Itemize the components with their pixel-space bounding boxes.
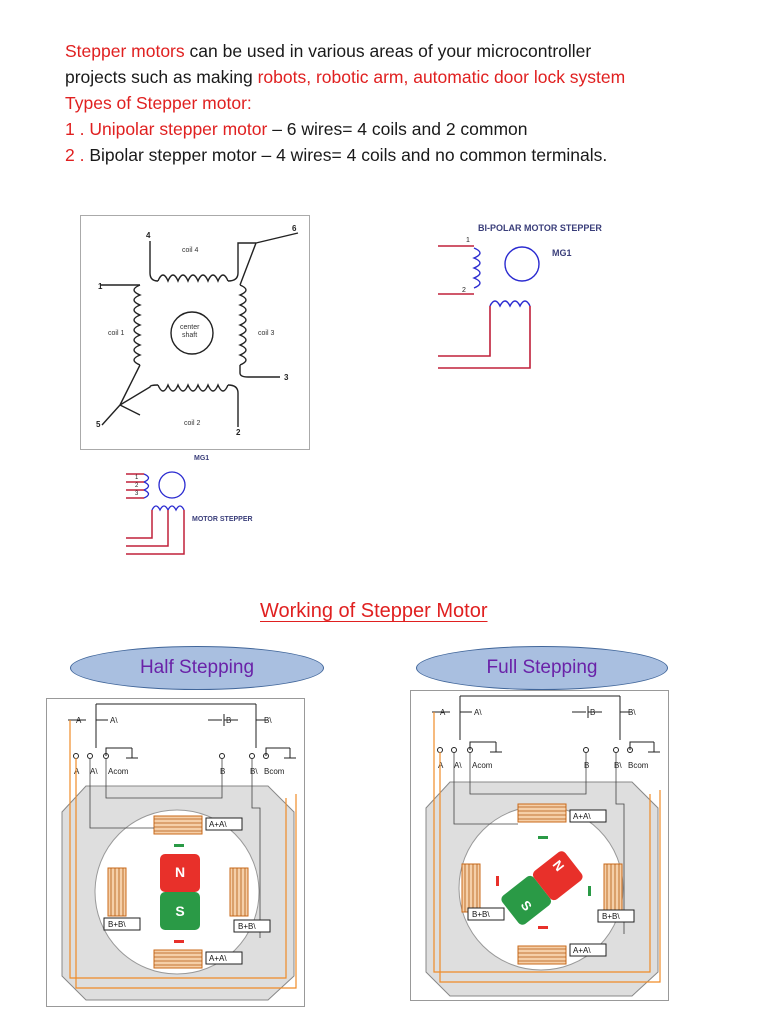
terminal-5: 5: [96, 420, 101, 429]
half-rotor-s: S: [175, 903, 184, 919]
small-motor-diagram: MG1 1 2 3 MOTOR STEPPER: [126, 455, 253, 555]
full-coil-label-bottom: A+A\: [573, 946, 591, 955]
working-heading: Working of Stepper Motor: [260, 600, 488, 622]
terminal-2: 2: [236, 428, 241, 437]
intro-item-1: 1 . Unipolar stepper motor – 6 wires= 4 …: [65, 119, 528, 139]
half-switch-b-not: B\: [264, 716, 272, 725]
bipolar-pin-2: 2: [462, 287, 466, 294]
half-coil-label-top: A+A\: [209, 820, 227, 829]
half-coil-label-bottom: A+A\: [209, 954, 227, 963]
intro-line-2: projects such as making robots, robotic …: [65, 67, 626, 87]
full-term-a-not: A\: [454, 761, 462, 770]
terminal-6: 6: [292, 224, 297, 233]
full-term-b: B: [584, 761, 589, 770]
bipolar-pin-1: 1: [466, 237, 470, 244]
full-coil-label-left: B+B\: [472, 910, 490, 919]
intro-item-2: 2 . Bipolar stepper motor – 4 wires= 4 c…: [65, 145, 608, 165]
full-coil-label-top: A+A\: [573, 812, 591, 821]
coil-1-label: coil 1: [108, 330, 124, 337]
half-rotor-n: N: [175, 864, 185, 880]
small-motor-pin-3: 3: [135, 491, 139, 497]
half-term-b: B: [220, 767, 225, 776]
half-coil-label-right: B+B\: [238, 922, 256, 931]
terminal-3: 3: [284, 373, 289, 382]
intro-line-1: Stepper motors can be used in various ar…: [65, 41, 592, 61]
full-term-b-not: B\: [614, 761, 622, 770]
unipolar-diagram: coil 4 coil 1 coil 3 coil 2 center shaft…: [80, 215, 310, 450]
bipolar-title: BI-POLAR MOTOR STEPPER: [478, 223, 602, 233]
full-switch-b: B: [590, 708, 595, 717]
half-switch-b: B: [226, 716, 231, 725]
terminal-1: 1: [98, 282, 103, 291]
intro-line-3: Types of Stepper motor:: [65, 93, 252, 113]
full-switch-a-not: A\: [474, 708, 482, 717]
half-stepping-label: Half Stepping: [70, 646, 324, 690]
full-term-a: A: [438, 761, 444, 770]
full-term-bcom: Bcom: [628, 761, 649, 770]
intro-text: Stepper motors can be used in various ar…: [65, 38, 745, 168]
coil-3-label: coil 3: [258, 330, 274, 337]
half-term-acom: Acom: [108, 767, 129, 776]
center-label-2: shaft: [182, 332, 197, 339]
full-switch-a: A: [440, 708, 446, 717]
bipolar-diagram: BI-POLAR MOTOR STEPPER MG1 1 2: [438, 223, 602, 369]
half-switch-a: A: [76, 716, 82, 725]
terminal-4: 4: [146, 231, 151, 240]
half-term-bcom: Bcom: [264, 767, 285, 776]
small-motor-pin-1: 1: [135, 475, 139, 481]
full-coil-label-right: B+B\: [602, 912, 620, 921]
small-motor-pin-2: 2: [135, 483, 139, 489]
coil-2-label: coil 2: [184, 420, 200, 427]
half-term-a: A: [74, 767, 80, 776]
full-stepping-diagram: A A\ B B\ A A\ Acom B B\ Bcom N S: [410, 690, 669, 1001]
half-stepping-diagram: A A\ B B\ A A\ Acom B B\ Bcom N S: [46, 698, 305, 1007]
coil-4-label: coil 4: [182, 247, 198, 254]
center-label-1: center: [180, 324, 200, 331]
full-term-acom: Acom: [472, 761, 493, 770]
full-switch-b-not: B\: [628, 708, 636, 717]
bipolar-ref: MG1: [552, 248, 572, 258]
half-term-b-not: B\: [250, 767, 258, 776]
half-term-a-not: A\: [90, 767, 98, 776]
small-motor-ref: MG1: [194, 455, 209, 462]
small-motor-label: MOTOR STEPPER: [192, 516, 253, 523]
half-coil-label-left: B+B\: [108, 920, 126, 929]
full-stepping-label: Full Stepping: [416, 646, 668, 690]
half-switch-a-not: A\: [110, 716, 118, 725]
